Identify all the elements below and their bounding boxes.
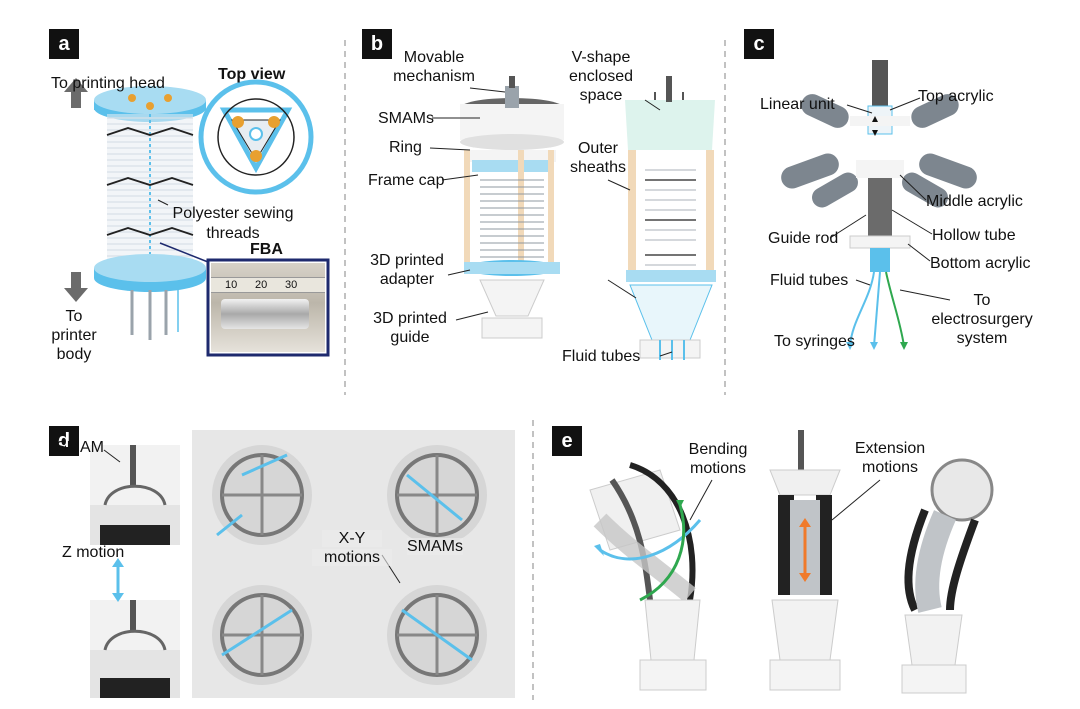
panel-label-a: a <box>49 29 79 59</box>
to-electrosurgery-label-2: electrosurgery <box>931 311 1033 328</box>
up-arrow-icon <box>64 78 88 108</box>
smam-z-photo-top-svg <box>90 445 180 545</box>
middle-acrylic-label: Middle acrylic <box>926 193 1023 210</box>
z-motion-label: Z motion <box>62 544 125 561</box>
to-printer-body-label-1: To <box>65 308 83 325</box>
to-printing-head-label: To printing head <box>51 75 165 92</box>
outer-sheaths-label-1: Outer <box>577 140 618 157</box>
hollow-tube-label: Hollow tube <box>932 227 1016 244</box>
linear-unit-label: Linear unit <box>760 96 835 113</box>
panel-label-d: d <box>49 426 79 456</box>
xy-photo-bottom-right <box>387 585 487 685</box>
panel-label-b: b <box>362 29 392 59</box>
extension-motions-label-2: motions <box>861 459 919 476</box>
down-arrow-icon <box>64 272 88 302</box>
fba-sample <box>221 299 309 329</box>
top-view-label: Top view <box>218 66 286 83</box>
polyester-threads-label-1: Polyester sewing <box>172 205 294 222</box>
ruler-tick-30: 30 <box>285 279 298 291</box>
printed-guide-label-1: 3D printed <box>373 310 447 327</box>
fluid-tubes-label-b: Fluid tubes <box>562 348 641 365</box>
to-syringes-label: To syringes <box>774 333 855 350</box>
polyester-threads-label-2: threads <box>206 225 260 242</box>
vshape-label-2: enclosed <box>568 68 634 85</box>
ruler-tick-20: 20 <box>255 279 268 291</box>
movable-mechanism-label-1: Movable <box>403 49 465 66</box>
printed-adapter-label-2: adapter <box>379 271 435 288</box>
guide-rod-label: Guide rod <box>768 230 839 247</box>
bending-motions-label-1: Bending <box>688 441 748 458</box>
vshape-label-3: space <box>579 87 623 104</box>
to-electrosurgery-label-3: system <box>956 330 1008 347</box>
bending-motions-label-2: motions <box>689 460 747 477</box>
to-printer-body-label-2: printer <box>51 327 97 344</box>
z-arrow-icon <box>112 558 124 602</box>
fluid-tubes-label-c: Fluid tubes <box>770 272 849 289</box>
coil-units <box>781 94 977 208</box>
extension-device <box>769 430 841 691</box>
printed-adapter-label-1: 3D printed <box>370 252 444 269</box>
panel-label-c: c <box>744 29 774 59</box>
fba-photo <box>211 263 325 352</box>
extension-motions-label-1: Extension <box>854 440 926 457</box>
smam-z-photo-top <box>90 445 180 545</box>
smam-z-photo-bottom <box>90 600 180 698</box>
xy-photo-top-right <box>387 445 487 545</box>
smams-label-b: SMAMs <box>378 110 434 127</box>
movable-mechanism-label-2: mechanism <box>393 68 475 85</box>
ruler-tick-10: 10 <box>225 279 238 291</box>
xy-photo-top-left <box>212 445 312 545</box>
bent-device-right <box>901 458 994 694</box>
to-printer-body-label-3: body <box>56 346 92 363</box>
xy-motions-label-1: X-Y <box>322 530 382 547</box>
top-acrylic-label: Top acrylic <box>918 88 994 105</box>
bottom-acrylic-label: Bottom acrylic <box>930 255 1031 272</box>
outer-sheaths-label-2: sheaths <box>569 159 627 176</box>
top-view-diagram <box>198 79 314 195</box>
ring-label: Ring <box>389 139 422 156</box>
to-electrosurgery-label-1: To <box>973 292 991 309</box>
xy-motions-label-2: motions <box>312 549 392 566</box>
printed-guide-label-2: guide <box>390 329 430 346</box>
smam-label-d: SMAM <box>56 439 104 456</box>
ruler <box>211 277 325 293</box>
fba-label: FBA <box>250 241 283 258</box>
smams-label-d: SMAMs <box>407 538 463 555</box>
bending-device <box>589 462 707 691</box>
frame-cap-label: Frame cap <box>368 172 445 189</box>
xy-photo-bottom-left <box>212 585 312 685</box>
vshape-label-1: V-shape <box>571 49 631 66</box>
panel-label-e: e <box>552 426 582 456</box>
smam-z-photo-bottom-svg <box>90 600 180 698</box>
